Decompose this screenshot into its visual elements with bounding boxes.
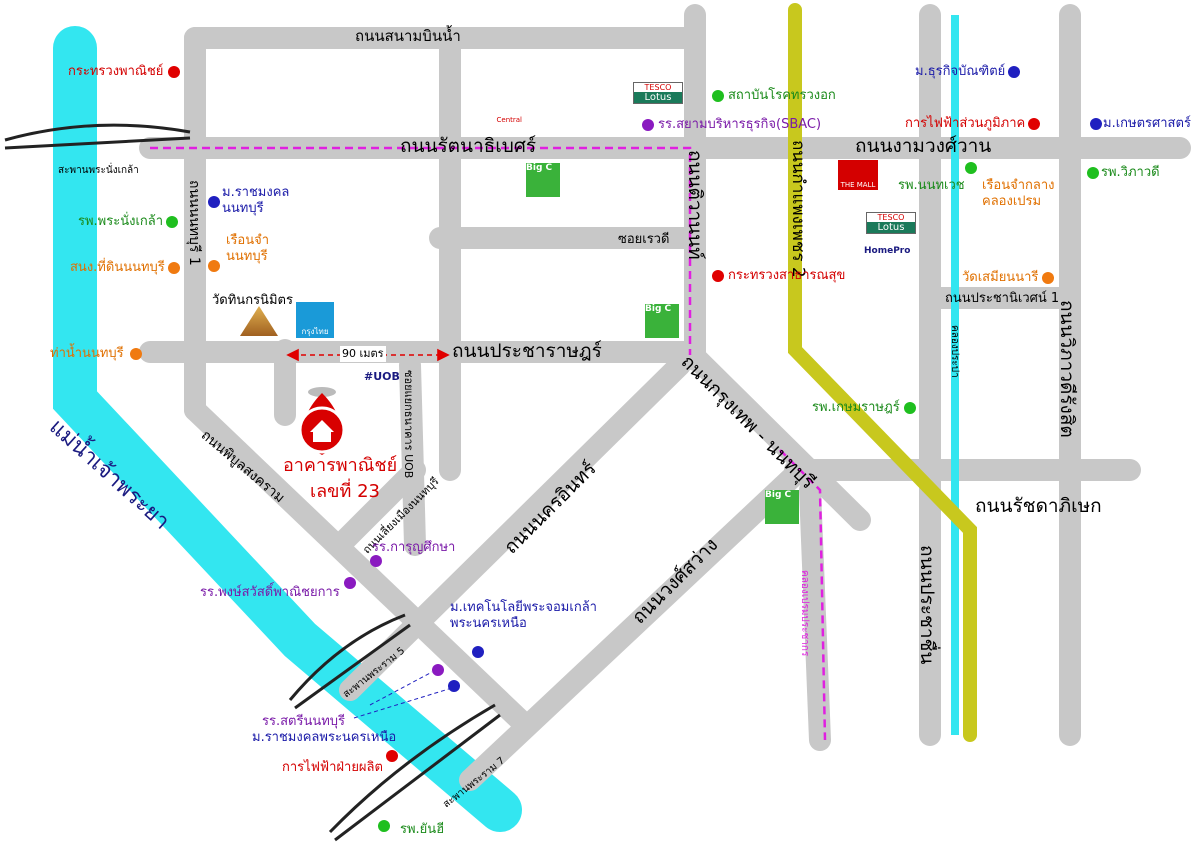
homepro-logo: HomePro <box>864 246 911 256</box>
bridge-label-phra-nangklao: สะพานพระนั่งเกล้า <box>58 165 139 176</box>
boundary-line <box>150 146 827 741</box>
target-name: อาคารพาณิชย์ <box>283 455 398 476</box>
canal-premprachakorn: คลองเปรมประชากร <box>799 570 810 657</box>
central-logo: Central <box>496 116 523 124</box>
place-marker-yanhee <box>378 820 390 832</box>
place-label-kmutnb: ม.เทคโนโลยีพระจอมเกล้า พระนครเหนือ <box>450 600 597 631</box>
chao-phraya-river <box>53 26 522 832</box>
place-marker-rmut-nonthaburi <box>208 196 220 208</box>
road-prachachuen: ถนนประชาชื่น <box>916 545 938 665</box>
canal-prapa: คลองประปา <box>949 325 960 378</box>
uob-logo: #UOB <box>364 370 400 383</box>
place-marker-ministry-health <box>712 270 724 282</box>
road-tiwanon: ถนนติวานนท์ <box>684 150 706 260</box>
place-label-egat: การไฟฟ้าฝ่ายผลิต <box>282 760 383 775</box>
big-c-logo-1: Big C <box>526 163 560 197</box>
place-marker-dhurakij <box>1008 66 1020 78</box>
place-label-nonthaburi-pier: ท่าน้ำนนทบุรี <box>50 346 124 361</box>
place-marker-phongsawat <box>344 577 356 589</box>
place-label-wat-thin: วัดทินกรนิมิตร <box>212 293 293 308</box>
place-marker-siam-sbac <box>642 119 654 131</box>
big-c-logo-2: Big C <box>645 304 679 338</box>
place-marker-satri-nonthaburi <box>432 664 444 676</box>
distance-label: 90 เมตร <box>340 346 386 362</box>
place-label-ministry-commerce: กระทรวงพาณิชย์ <box>68 64 164 79</box>
road-ngamwongwan: ถนนงามวงศ์วาน <box>855 135 992 157</box>
place-label-chest-institute: สถาบันโรคทรวงอก <box>728 88 836 103</box>
place-marker-kasemrad <box>904 402 916 414</box>
road-ratchadaphisek: ถนนรัชดาภิเษก <box>975 495 1102 517</box>
place-marker-wat-samian <box>1042 272 1054 284</box>
road-soi-rewadi: ซอยเรวดี <box>618 232 670 247</box>
place-label-central-prison: เรือนจำกลาง คลองเปรม <box>982 178 1055 209</box>
place-label-siam-sbac: รร.สยามบริหารธุรกิจ(SBAC) <box>658 117 822 132</box>
place-label-pea: การไฟฟ้าส่วนภูมิภาค <box>905 116 1026 131</box>
place-label-satri-nonthaburi: รร.สตรีนนทบุรี <box>262 714 346 729</box>
krungthai-logo: กรุงไทย <box>296 302 334 338</box>
place-label-kasemrad: รพ.เกษมราษฎร์ <box>812 400 900 415</box>
place-marker-ministry-commerce <box>168 66 180 78</box>
place-label-land-office: สนง.ที่ดินนนทบุรี <box>70 260 165 275</box>
road-kamphaeng-phet-2: ถนนกำแพงเพชร 2 <box>788 140 808 278</box>
place-label-yanhee: รพ.ยันฮี <box>400 822 445 837</box>
place-label-nonthaburi-prison: เรือนจำ นนทบุรี <box>226 233 270 264</box>
bridge-rama7 <box>328 703 501 842</box>
place-marker-nonthavej <box>965 162 977 174</box>
place-label-nonthavej: รพ.นนทเวช <box>898 178 965 193</box>
road-pracha-niwet-1: ถนนประชานิเวศน์ 1 <box>945 291 1060 306</box>
place-label-phongsawat: รร.พงษ์สวัสดิ์พาณิชยการ <box>200 585 340 600</box>
place-marker-kmutnb <box>472 646 484 658</box>
road-wiphawadi: ถนนวิภาวดีรังสิต <box>1056 300 1078 438</box>
place-marker-rmutp <box>448 680 460 692</box>
big-c-logo-3: Big C <box>765 490 799 524</box>
place-marker-pea <box>1028 118 1040 130</box>
place-label-ministry-health: กระทรวงสาธารณสุข <box>728 268 846 283</box>
place-marker-phyathai <box>1087 167 1099 179</box>
place-label-rmutp: ม.ราชมงคลพระนครเหนือ <box>252 730 397 745</box>
place-label-karunsuksa: รร.การุญศึกษา <box>372 540 456 555</box>
road-soi-uob: ซอยแยกธนาคาร UOB <box>402 370 415 479</box>
road-pracharat: ถนนประชาราษฎร์ <box>452 340 602 362</box>
place-label-wat-samian: วัดเสมียนนารี <box>962 270 1039 285</box>
road-rattanathibet: ถนนรัตนาธิเบศร์ <box>400 135 537 157</box>
place-marker-kasetsart <box>1090 118 1102 130</box>
railway-line <box>788 3 977 742</box>
place-marker-chest-institute <box>712 90 724 102</box>
target-number: เลขที่ 23 <box>310 481 380 502</box>
place-marker-nonthaburi-pier <box>130 348 142 360</box>
road-sanambinnam: ถนนสนามบินน้ำ <box>355 27 461 45</box>
place-marker-karunsuksa <box>370 555 382 567</box>
target-pin <box>298 387 346 455</box>
place-label-phra-nangklao-hosp: รพ.พระนั่งเกล้า <box>78 214 164 229</box>
place-marker-egat <box>386 750 398 762</box>
place-label-dhurakij: ม.ธุรกิจบัณฑิตย์ <box>915 64 1006 79</box>
place-label-phyathai: รพ.วิภาวดี <box>1101 165 1160 180</box>
bridge-rama5 <box>288 613 411 710</box>
road-nonthaburi-1: ถนนนนทบุรี 1 <box>186 180 202 266</box>
place-label-rmut-nonthaburi: ม.ราชมงคล นนทบุรี <box>222 185 290 216</box>
place-label-kasetsart: ม.เกษตรศาสตร์ <box>1103 116 1191 131</box>
place-marker-nonthaburi-prison <box>208 260 220 272</box>
the-mall-logo: THE MALL <box>838 160 878 190</box>
bridge-phra-nangklao <box>4 123 191 150</box>
place-marker-land-office <box>168 262 180 274</box>
place-marker-phra-nangklao-hosp <box>166 216 178 228</box>
